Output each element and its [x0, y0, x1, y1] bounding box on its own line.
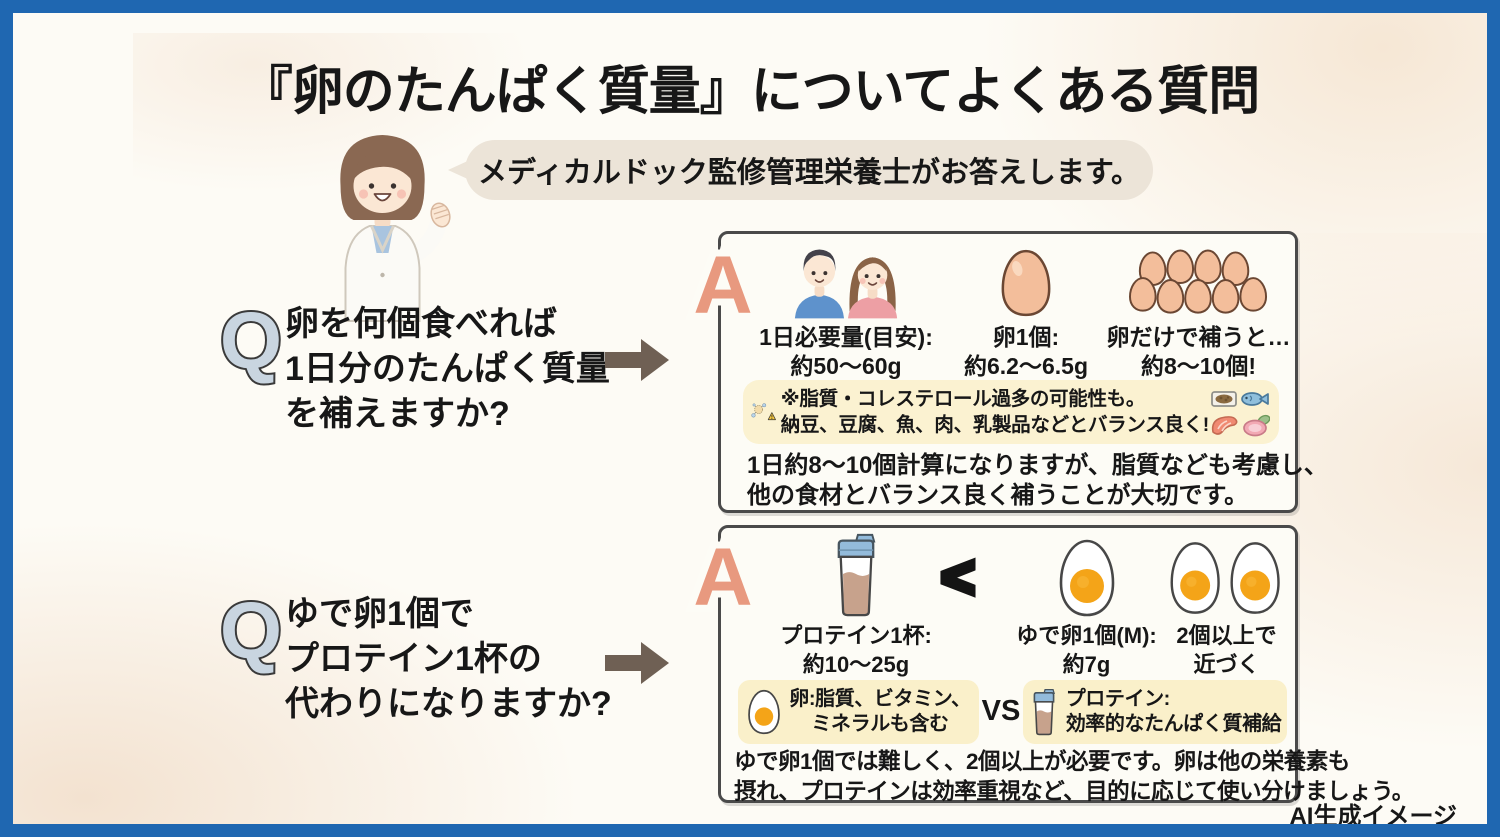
vs-protein-panel: プロテイン: 効率的なたんぱく質補給	[1023, 680, 1287, 744]
a1-warning-text: ※脂質・コレステロール過多の可能性も。 納豆、豆腐、魚、肉、乳製品などとバランス…	[780, 386, 1210, 438]
a2-note: ゆで卵1個では難しく、2個以上が必要です。卵は他の栄養素も 摂れ、プロテインは効…	[734, 747, 1414, 807]
boiled-egg-small-icon	[748, 689, 781, 735]
page-title: 『卵のたんぱく質量』についてよくある質問	[240, 63, 1260, 121]
q2-letter-icon: Q	[218, 584, 284, 677]
q1-line: を補えますか?	[285, 395, 510, 433]
salmon-icon	[1211, 416, 1238, 435]
a1-note: 1日約8〜10個計算になりますが、脂質なども考慮し、 他の食材とバランス良く補う…	[747, 451, 1328, 511]
cholesterol-warning-icon	[751, 403, 776, 421]
q1-arrow-icon	[605, 337, 671, 383]
vs-label: VS	[981, 695, 1021, 727]
a1-item-daily-need: 1日必要量(目安): 約50〜60g	[746, 241, 946, 381]
a2-badge: A A	[685, 525, 761, 630]
label-line: 約8〜10個!	[1140, 353, 1257, 379]
a2-item-label: プロテイン1杯: 約10〜25g	[776, 621, 936, 679]
q1-question: 卵を何個食べれば 1日分のたんぱく質量 を補えますか?	[285, 302, 610, 437]
a2-letter-halo: A	[693, 532, 752, 623]
speech-bubble-tail	[448, 159, 472, 181]
a1-item-label: 卵1個: 約6.2〜6.5g	[946, 323, 1106, 381]
a2-item-two-eggs: 2個以上で 近づく	[1164, 532, 1289, 679]
protein-shaker-small-icon	[1033, 688, 1055, 736]
q2-line: ゆで卵1個で	[285, 595, 474, 633]
label-line: 卵だけで補うと…	[1106, 324, 1291, 350]
label-line: 約6.2〜6.5g	[964, 353, 1088, 379]
label-line: ゆで卵1個(M):	[1016, 623, 1157, 648]
vs-protein-text: プロテイン: 効率的なたんぱく質補給	[1066, 687, 1282, 737]
label-line: プロテイン1杯:	[780, 623, 932, 648]
q1-line: 卵を何個食べれば	[285, 305, 557, 343]
vs-line: ミネラルも含む	[811, 713, 949, 735]
a2-item-label: ゆで卵1個(M): 約7g	[1009, 621, 1164, 679]
couple-icon	[746, 241, 946, 319]
two-boiled-eggs-icon	[1164, 532, 1289, 618]
q2-badge: Q	[209, 584, 293, 680]
q1-badge: Q	[209, 294, 293, 390]
a1-item-eggs-only: 卵だけで補うと… 約8〜10個!	[1106, 241, 1291, 381]
a1-item-label: 1日必要量(目安): 約50〜60g	[746, 323, 946, 381]
q2-arrow-icon	[605, 640, 671, 686]
food-icons-grid	[1209, 386, 1271, 438]
less-than-operator: <	[938, 542, 978, 613]
egg-cluster-icon	[1106, 241, 1291, 319]
a1-item-one-egg: 卵1個: 約6.2〜6.5g	[946, 241, 1106, 381]
a2-letter: A	[693, 532, 752, 623]
q2-line: 代わりになりますか?	[285, 685, 612, 723]
label-line: 約10〜25g	[802, 652, 910, 677]
speech-bubble: メディカルドック監修管理栄養士がお答えします。	[448, 140, 1153, 200]
vs-line: プロテイン:	[1065, 688, 1171, 710]
warning-line: ※脂質・コレステロール過多の可能性も。	[780, 388, 1146, 410]
note-line: 1日約8〜10個計算になりますが、脂質なども考慮し、	[747, 452, 1328, 479]
speech-bubble-text: メディカルドック監修管理栄養士がお答えします。	[477, 157, 1141, 189]
vs-line: 効率的なたんぱく質補給	[1065, 713, 1282, 735]
a1-items-row: 1日必要量(目安): 約50〜60g 卵1個: 約6.2〜6.5g	[746, 241, 1291, 381]
warning-line: 納豆、豆腐、魚、肉、乳製品などとバランス良く!	[780, 414, 1210, 436]
ai-credit-label: AI生成イメージ	[1289, 803, 1457, 830]
a1-letter-halo: A	[693, 240, 752, 331]
q2-line: プロテイン1杯の	[285, 640, 542, 678]
a2-item-protein: プロテイン1杯: 約10〜25g	[776, 532, 936, 679]
label-line: 近づく	[1193, 652, 1260, 677]
fish-icon	[1241, 392, 1269, 406]
egg-icon	[946, 241, 1106, 319]
note-line: ゆで卵1個では難しく、2個以上が必要です。卵は他の栄養素も	[734, 749, 1350, 774]
label-line: 卵1個:	[992, 324, 1060, 350]
label-line: 2個以上で	[1176, 623, 1277, 648]
label-line: 約50〜60g	[790, 353, 902, 379]
a2-item-label: 2個以上で 近づく	[1164, 621, 1289, 679]
a2-answer-box: プロテイン1杯: 約10〜25g < ゆで卵1個(M): 約7g	[718, 525, 1414, 804]
vs-egg-panel: 卵:脂質、ビタミン、 ミネラルも含む	[738, 680, 979, 744]
a1-warning-panel: ※脂質・コレステロール過多の可能性も。 納豆、豆腐、魚、肉、乳製品などとバランス…	[743, 380, 1279, 444]
q1-letter-icon: Q	[218, 294, 284, 387]
natto-icon	[1211, 391, 1237, 407]
boiled-egg-icon	[1009, 532, 1164, 618]
note-line: 摂れ、プロテインは効率重視など、目的に応じて使い分けましょう。	[734, 779, 1414, 804]
nutritionist-illustration	[305, 123, 460, 323]
label-line: 約7g	[1062, 652, 1111, 677]
a1-item-label: 卵だけで補うと… 約8〜10個!	[1106, 323, 1291, 381]
protein-shaker-icon	[776, 532, 936, 618]
vs-line: 卵:脂質、ビタミン、	[789, 688, 971, 710]
a2-item-boiled-egg: ゆで卵1個(M): 約7g	[1009, 532, 1164, 679]
a1-letter: A	[693, 240, 752, 331]
vs-egg-text: 卵:脂質、ビタミン、 ミネラルも含む	[789, 687, 971, 737]
q2-question: ゆで卵1個で プロテイン1杯の 代わりになりますか?	[285, 592, 612, 727]
nutritionist-icon	[340, 135, 451, 322]
q2-letter: Q	[220, 586, 282, 675]
label-line: 1日必要量(目安):	[759, 324, 933, 350]
note-line: 他の食材とバランス良く補うことが大切です。	[747, 482, 1249, 509]
q1-letter: Q	[220, 296, 282, 385]
a1-answer-box: 1日必要量(目安): 約50〜60g 卵1個: 約6.2〜6.5g	[718, 231, 1328, 513]
a1-badge: A A	[685, 233, 761, 338]
meat-icon	[1243, 414, 1270, 437]
q1-line: 1日分のたんぱく質量	[285, 350, 610, 388]
